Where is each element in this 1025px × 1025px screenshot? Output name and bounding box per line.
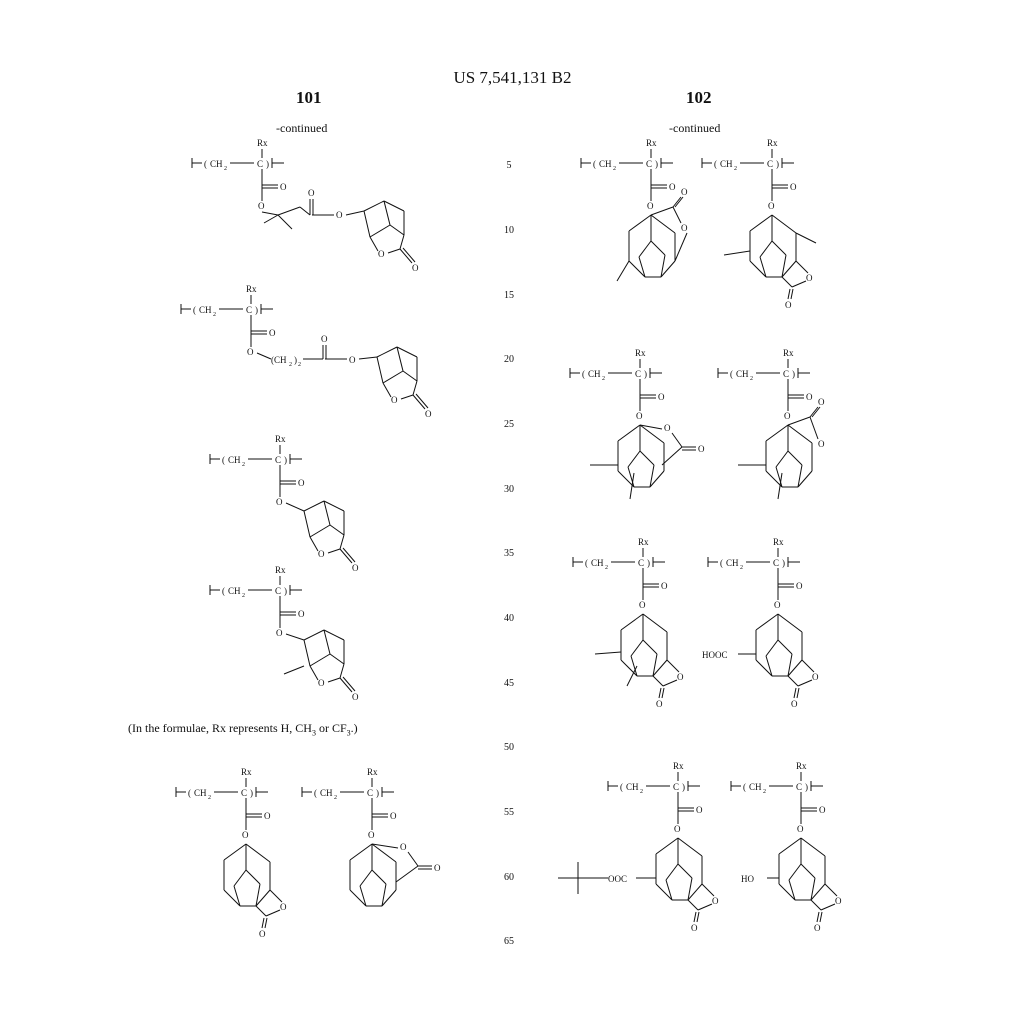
structure-left-1: O O (191, 137, 420, 274)
line-number: 55 (504, 807, 514, 818)
line-number: 30 (504, 484, 514, 495)
line-number: 35 (504, 548, 514, 559)
svg-text:O: O (681, 187, 688, 197)
line-number: 50 (504, 742, 514, 753)
structure-right-6: HOOC (702, 536, 820, 710)
structure-right-7: OOC (558, 760, 720, 934)
line-number: 5 (506, 160, 512, 171)
structure-left-6: O O (301, 766, 441, 907)
svg-text:O: O (321, 334, 328, 344)
page-number-right: 102 (686, 88, 712, 107)
svg-text:O: O (308, 188, 315, 198)
structure-right-8: HO (730, 760, 843, 934)
svg-text:O: O (698, 444, 705, 454)
svg-text:): ) (294, 355, 297, 365)
svg-text:2: 2 (298, 362, 301, 368)
structure-left-5 (175, 766, 288, 940)
svg-text:2: 2 (289, 362, 292, 368)
structure-left-2: (CH 2 ) 2 O O (180, 283, 433, 420)
svg-text:O: O (818, 439, 825, 449)
line-number: 20 (504, 354, 514, 365)
svg-text:(CH: (CH (271, 355, 287, 365)
continued-label-left: -continued (276, 121, 328, 135)
svg-text:O: O (681, 223, 688, 233)
structure-right-3: O O (569, 347, 705, 500)
structure-left-4 (209, 564, 360, 703)
page-number-left: 101 (296, 88, 322, 107)
line-number: 40 (504, 613, 514, 624)
line-number: 45 (504, 678, 514, 689)
line-number: 15 (504, 290, 514, 301)
line-number: 25 (504, 419, 514, 430)
structure-right-2 (701, 137, 817, 311)
structure-right-1: O O (580, 137, 688, 282)
rx-definition-note: (In the formulae, Rx represents H, CH3 o… (128, 721, 358, 738)
svg-text:OOC: OOC (608, 874, 627, 884)
svg-text:O: O (818, 397, 825, 407)
patent-number: US 7,541,131 B2 (453, 68, 572, 87)
svg-text:HO: HO (741, 874, 754, 884)
svg-text:O: O (400, 842, 407, 852)
continued-label-right: -continued (669, 121, 721, 135)
svg-text:HOOC: HOOC (702, 650, 728, 660)
svg-text:O: O (349, 355, 356, 365)
svg-text:O: O (664, 423, 671, 433)
structure-right-5 (572, 536, 685, 710)
line-number: 60 (504, 872, 514, 883)
line-number: 65 (504, 936, 514, 947)
line-number: 10 (504, 225, 514, 236)
structure-right-4: O O (717, 347, 825, 500)
structure-left-3 (209, 433, 360, 574)
svg-text:O: O (434, 863, 441, 873)
svg-text:O: O (336, 210, 343, 220)
